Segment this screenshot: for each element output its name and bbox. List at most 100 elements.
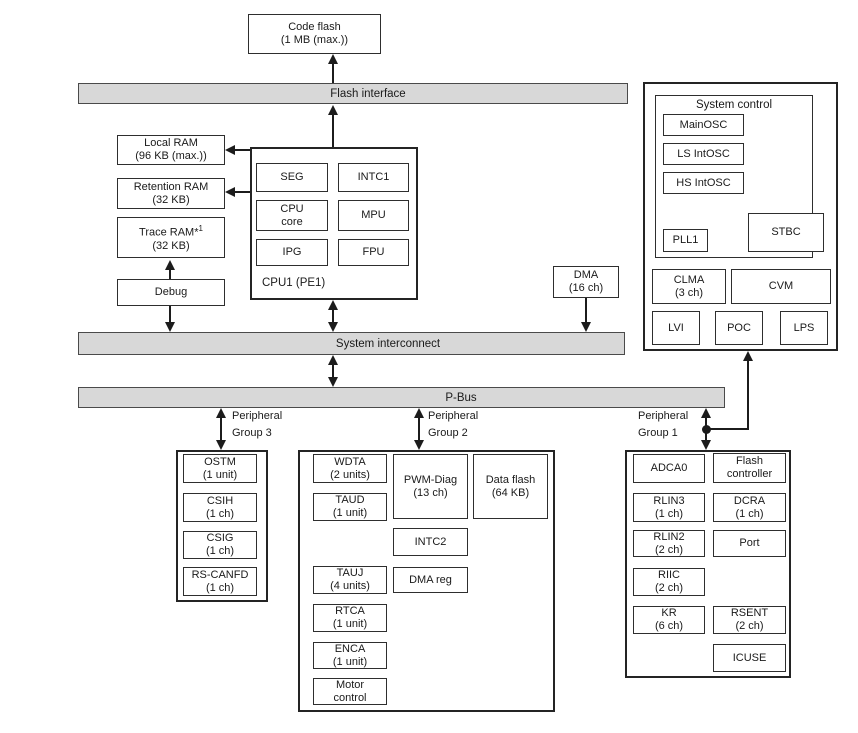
arrow-up-cpu1 [328, 300, 338, 310]
arrow-down-group1 [701, 440, 711, 450]
line-codeflash-flashif [332, 62, 334, 83]
stbc-label: STBC [771, 226, 801, 238]
dma-reg-label: DMA reg [409, 573, 452, 586]
csih-label: CSIH [206, 494, 234, 507]
rsent-label: RSENT [730, 607, 769, 619]
enca-box: ENCA (1 unit) [313, 642, 387, 669]
rsent-box: RSENT (2 ch) [713, 606, 786, 634]
adca0-box: ADCA0 [633, 454, 705, 483]
arrow-down-interconnect-from-dma [581, 322, 591, 332]
retention-ram-size: (32 KB) [152, 193, 190, 206]
pwm-diag-label: PWM-Diag [403, 473, 458, 486]
arrow-left-local-ram [225, 145, 235, 155]
peripheral-group1-box [625, 450, 791, 678]
ostm-box: OSTM (1 unit) [183, 454, 257, 483]
system-interconnect-bus: System interconnect [78, 332, 625, 355]
cpu-intc1-box: INTC1 [338, 163, 409, 192]
rs-canfd-channels: (1 ch) [205, 581, 235, 594]
rlin2-channels: (2 ch) [654, 543, 684, 556]
dcra-box: DCRA (1 ch) [713, 493, 786, 522]
mainosc-box: MainOSC [663, 114, 744, 136]
ostm-units: (1 unit) [202, 468, 238, 481]
rtca-label: RTCA [335, 605, 365, 617]
group2-label-line1: Peripheral [428, 410, 479, 422]
cpu1-label: CPU1 (PE1) [262, 277, 326, 289]
pll1-label: PLL1 [672, 234, 699, 246]
cpu-core-label-2: core [281, 215, 303, 228]
arrow-up-pbus-group2 [414, 408, 424, 418]
lvi-label: LVI [668, 321, 684, 334]
line-flashif-cpu1 [332, 113, 334, 147]
lps-box: LPS [780, 311, 828, 345]
wdta-label: WDTA [334, 455, 366, 468]
line-pbus-group3 [220, 416, 222, 442]
cpu-seg-label: SEG [280, 171, 304, 183]
rlin3-box: RLIN3 (1 ch) [633, 493, 705, 522]
stbc-box: STBC [748, 213, 824, 252]
lvi-box: LVI [652, 311, 700, 345]
group2-label-line2: Group 2 [428, 427, 468, 439]
line-cpu1-interconnect [332, 308, 334, 324]
dma-label: DMA [573, 269, 599, 281]
local-ram-size: (96 KB (max.)) [135, 150, 207, 162]
port-label: Port [739, 537, 760, 549]
arrow-up-pbus-group3 [216, 408, 226, 418]
adca0-label: ADCA0 [650, 462, 688, 474]
riic-box: RIIC (2 ch) [633, 568, 705, 596]
riic-channels: (2 ch) [654, 582, 684, 594]
taud-box: TAUD (1 unit) [313, 493, 387, 521]
arrow-down-interconnect-from-cpu1 [328, 322, 338, 332]
csig-channels: (1 ch) [205, 545, 235, 557]
arrow-up-interconnect [328, 355, 338, 365]
retention-ram-label: Retention RAM [133, 180, 209, 193]
cvm-label: CVM [768, 280, 794, 292]
rlin2-box: RLIN2 (2 ch) [633, 530, 705, 557]
csih-channels: (1 ch) [205, 507, 235, 520]
line-cpu1-local-ram [233, 149, 250, 151]
line-branch-system-control [747, 359, 749, 430]
motor-control-label-1: Motor [335, 678, 365, 691]
port-box: Port [713, 530, 786, 557]
debug-label: Debug [154, 286, 188, 298]
pwm-diag-channels: (13 ch) [413, 486, 448, 499]
rtca-units: (1 unit) [332, 618, 368, 630]
data-flash-label: Data flash [485, 473, 536, 486]
cpu-fpu-label: FPU [362, 246, 385, 258]
kr-box: KR (6 ch) [633, 606, 705, 634]
arrow-up-system-control [743, 351, 753, 361]
csig-label: CSIG [206, 532, 234, 544]
arrow-left-retention-ram [225, 187, 235, 197]
enca-units: (1 unit) [332, 655, 368, 668]
cpu-ipg-box: IPG [256, 239, 328, 266]
lps-label: LPS [793, 321, 815, 334]
line-interconnect-pbus [332, 363, 334, 379]
group1-label-line1: Peripheral [638, 410, 689, 422]
tauj-units: (4 units) [330, 580, 370, 592]
line-debug-interconnect [169, 306, 171, 324]
clma-box: CLMA (3 ch) [652, 269, 726, 304]
line-pbus-group2 [418, 416, 420, 442]
flash-interface-label: Flash interface [330, 87, 406, 100]
code-flash-box: Code flash (1 MB (max.)) [248, 14, 381, 54]
poc-box: POC [715, 311, 763, 345]
rlin3-label: RLIN3 [653, 494, 685, 507]
cpu-core-label-1: CPU [280, 202, 304, 215]
clma-label: CLMA [673, 273, 705, 286]
intc2-label: INTC2 [414, 535, 447, 548]
motor-control-box: Motor control [313, 678, 387, 705]
cpu-mpu-box: MPU [338, 200, 409, 231]
line-branch-horizontal [706, 428, 749, 430]
flash-controller-label-2: controller [726, 468, 773, 480]
peripheral-group3-label: Peripheral Group 3 [232, 408, 282, 442]
kr-label: KR [661, 607, 677, 619]
arrow-up-code-flash [328, 54, 338, 64]
trace-ram-label: Trace RAM*1 [139, 222, 203, 240]
cpu-fpu-box: FPU [338, 239, 409, 266]
dma-channels: (16 ch) [568, 282, 604, 294]
intc2-box: INTC2 [393, 528, 468, 556]
line-dma-interconnect [585, 298, 587, 324]
flash-controller-box: Flash controller [713, 453, 786, 483]
code-flash-size: (1 MB (max.)) [280, 34, 349, 46]
cpu-seg-box: SEG [256, 163, 328, 192]
